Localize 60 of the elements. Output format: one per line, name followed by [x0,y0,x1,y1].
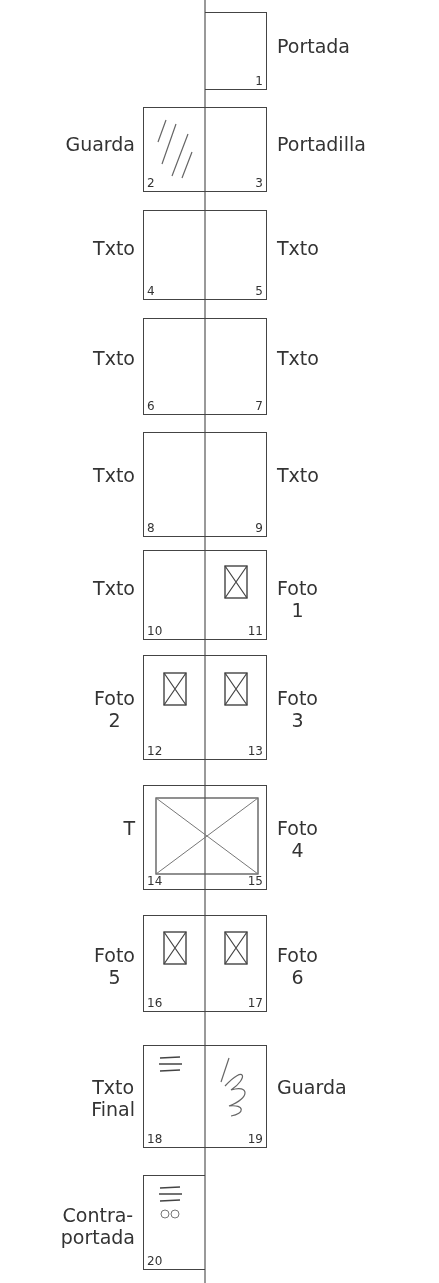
page-label: Txto [93,577,135,599]
page-label: Foto 5 [94,944,135,988]
page-number: 19 [247,1133,263,1146]
page-label: Txto [277,347,319,369]
page-label: Txto [93,464,135,486]
page-number: 15 [247,875,263,888]
page-number: 16 [147,997,163,1010]
page-number: 7 [255,400,263,413]
page-box [143,550,205,640]
page-box [205,550,267,640]
page-number: 20 [147,1255,163,1268]
page-label: Portadilla [277,133,366,155]
page-box [143,785,205,890]
page-label: Foto 4 [277,817,318,861]
page-box [143,107,205,192]
page-number: 18 [147,1133,163,1146]
page-label: T [123,817,135,839]
page-box [205,915,267,1012]
page-number: 6 [147,400,155,413]
page-box [205,432,267,537]
page-label: Txto [277,464,319,486]
page-number: 13 [247,745,263,758]
page-box [143,1175,205,1270]
page-box [205,107,267,192]
page-box [143,432,205,537]
page-label: Foto 2 [94,687,135,731]
page-box [143,210,205,300]
page-box [205,318,267,415]
page-number: 11 [247,625,263,638]
page-box [143,655,205,760]
page-number: 14 [147,875,163,888]
page-number: 10 [147,625,163,638]
page-label: Guarda [277,1076,347,1098]
page-label: Foto 3 [277,687,318,731]
page-number: 8 [147,522,155,535]
page-number: 12 [147,745,163,758]
page-label: Portada [277,35,350,57]
page-number: 4 [147,285,155,298]
page-box [205,210,267,300]
page-label: Guarda [65,133,135,155]
page-label: Txto [93,237,135,259]
page-label: Txto [93,347,135,369]
page-label: Contra-portada [60,1204,135,1248]
page-box [205,12,267,90]
page-label: Foto 6 [277,944,318,988]
page-box [205,1045,267,1148]
page-box [143,915,205,1012]
page-number: 3 [255,177,263,190]
page-number: 1 [255,75,263,88]
page-number: 5 [255,285,263,298]
page-number: 17 [247,997,263,1010]
page-label: Foto 1 [277,577,318,621]
page-number: 2 [147,177,155,190]
page-box [205,785,267,890]
page-number: 9 [255,522,263,535]
page-box [143,1045,205,1148]
page-box [205,655,267,760]
page-box [143,318,205,415]
page-label: Txto [277,237,319,259]
page-label: Txto Final [91,1076,135,1120]
